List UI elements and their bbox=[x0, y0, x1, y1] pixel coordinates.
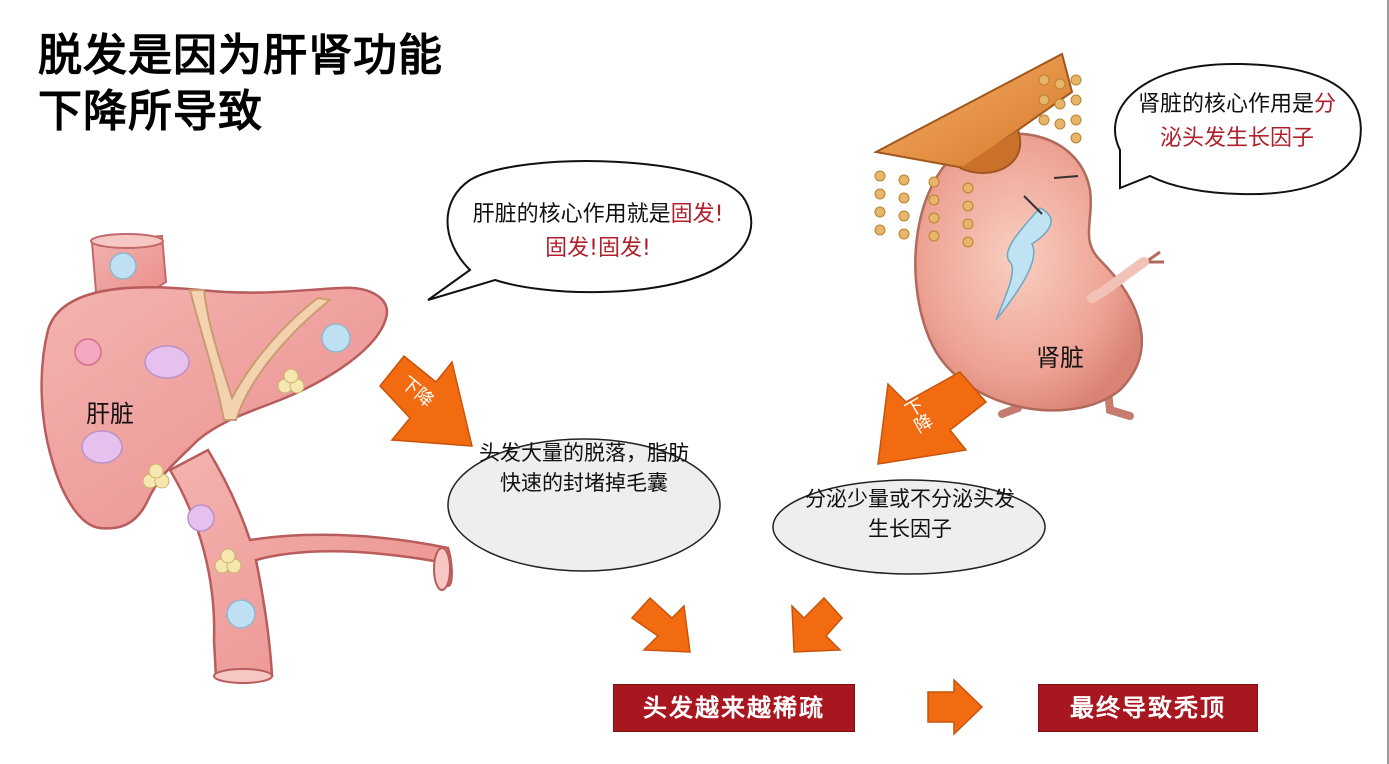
kidney-effect-line-2: 生长因子 bbox=[868, 517, 952, 541]
result-box-baldness: 最终导致秃顶 bbox=[1038, 684, 1258, 732]
right-merge-arrow bbox=[791, 596, 844, 653]
liver-cell-icons bbox=[74, 252, 351, 629]
liver-effect-ellipse bbox=[447, 438, 721, 572]
liver-effect-line-1: 头发大量的脱落，脂肪 bbox=[479, 441, 689, 465]
liver-illustration bbox=[40, 233, 453, 684]
kidney-effect-ellipse bbox=[772, 479, 1046, 575]
kidney-illustration bbox=[872, 52, 1164, 420]
liver-speech-bubble bbox=[427, 160, 753, 301]
kidney-label: 肾脏 bbox=[1036, 344, 1084, 372]
kidney-down-arrow bbox=[877, 371, 988, 465]
liver-bubble-text: 肝脏的核心作用就是固发! 固发!固发! bbox=[448, 198, 748, 266]
liver-effect-line-2: 快速的封堵掉毛囊 bbox=[500, 471, 668, 495]
kidney-bubble-highlight-1: 分 bbox=[1314, 92, 1337, 117]
kidney-effect-line-1: 分泌少量或不分泌头发 bbox=[805, 487, 1015, 511]
kidney-bubble-prefix: 肾脏的核心作用是 bbox=[1137, 92, 1314, 117]
left-merge-arrow bbox=[630, 596, 691, 653]
kidney-bubble-highlight-2: 泌头发生长因子 bbox=[1159, 126, 1314, 151]
result-arrow bbox=[927, 678, 984, 736]
cap-beads bbox=[874, 74, 1082, 248]
liver-bubble-highlight-1: 固发! bbox=[670, 202, 724, 227]
kidney-effect-text: 分泌少量或不分泌头发 生长因子 bbox=[770, 484, 1050, 544]
liver-bubble-highlight-2: 固发!固发! bbox=[545, 236, 651, 261]
page-title: 脱发是因为肝肾功能 下降所导致 bbox=[38, 28, 443, 140]
kidney-speech-bubble bbox=[1114, 62, 1362, 196]
liver-effect-text: 头发大量的脱落，脂肪 快速的封堵掉毛囊 bbox=[444, 438, 724, 498]
title-line-1: 脱发是因为肝肾功能 bbox=[38, 30, 443, 81]
title-line-2: 下降所导致 bbox=[38, 86, 263, 137]
liver-bubble-prefix: 肝脏的核心作用就是 bbox=[472, 202, 671, 227]
result-box-sparse-hair: 头发越来越稀疏 bbox=[613, 684, 855, 732]
liver-label: 肝脏 bbox=[86, 400, 134, 428]
slide-edge-divider bbox=[1387, 0, 1389, 764]
kidney-bubble-text: 肾脏的核心作用是分 泌头发生长因子 bbox=[1112, 88, 1362, 156]
liver-down-arrow bbox=[379, 354, 473, 447]
